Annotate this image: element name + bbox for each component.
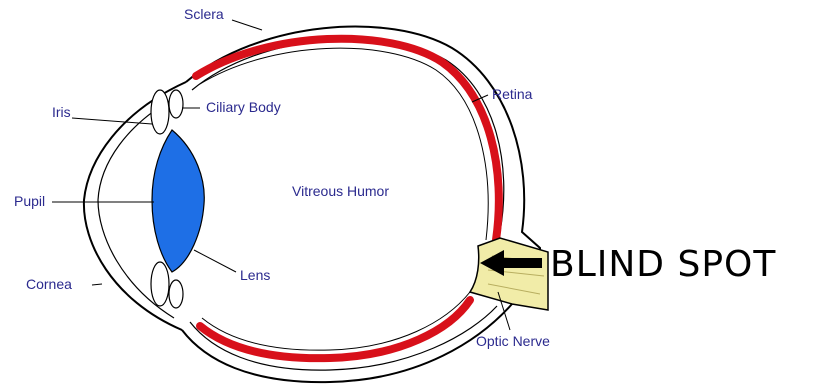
leader-lens <box>194 250 236 272</box>
label-ciliary-body: Ciliary Body <box>206 99 281 115</box>
label-pupil: Pupil <box>14 193 45 209</box>
leader-lines <box>52 20 510 330</box>
label-sclera: Sclera <box>184 6 224 22</box>
label-optic-nerve: Optic Nerve <box>476 333 550 349</box>
label-blind-spot: BLIND SPOT <box>550 244 776 285</box>
label-iris: Iris <box>52 104 71 120</box>
sclera-inner-line <box>192 39 504 232</box>
leader-iris <box>72 118 152 124</box>
retina-band <box>196 39 499 240</box>
retina-outline-inner <box>200 48 488 240</box>
leader-sclera <box>232 20 262 30</box>
label-retina: Retina <box>492 86 533 102</box>
iris-bottom <box>151 262 169 306</box>
label-vitreous-humor: Vitreous Humor <box>292 183 389 199</box>
iris-top <box>151 90 169 134</box>
sclera-outline <box>182 27 540 383</box>
ciliary-body-top <box>169 90 183 118</box>
optic-nerve <box>470 238 548 310</box>
ciliary-body-bottom <box>169 280 183 308</box>
retina-outline-inner-bottom <box>202 292 470 350</box>
label-cornea: Cornea <box>26 276 72 292</box>
leader-cornea <box>92 284 102 285</box>
label-lens: Lens <box>240 267 270 283</box>
